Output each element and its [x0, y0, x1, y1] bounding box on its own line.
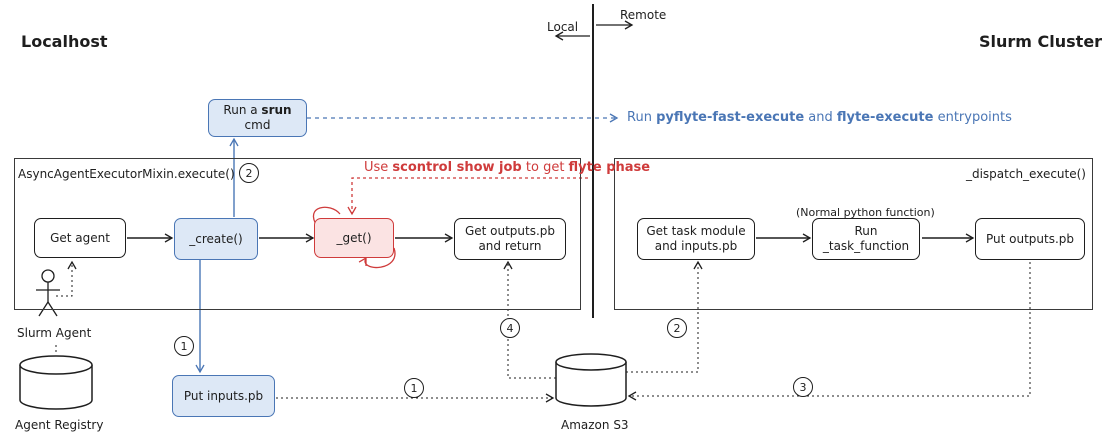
create-label: _create()	[189, 231, 243, 246]
get-outputs-node[interactable]: Get outputs.pb and return	[454, 218, 566, 260]
normal-python-annotation: (Normal python function)	[796, 206, 935, 219]
remote-label: Remote	[620, 8, 667, 22]
get-label: _get()	[336, 230, 372, 245]
agent-registry-cylinder	[19, 355, 93, 410]
step-number-download-outputs: 4	[500, 318, 520, 338]
arrow-s3-to-task-module	[626, 260, 703, 373]
srun-cmd-node[interactable]: Run a srun cmd	[208, 99, 307, 137]
step-number-upload-inputs: 1	[404, 378, 424, 398]
step-number-put-inputs: 1	[174, 336, 194, 356]
get-outputs-line1: Get outputs.pb	[464, 224, 556, 238]
run-task-line2: _task_function	[822, 239, 910, 253]
remote-entrypoints-annotation: Run pyflyte-fast-execute and flyte-execu…	[627, 110, 1012, 125]
arrow-scontrol-to-get	[347, 177, 588, 216]
slurm-cluster-header: Slurm Cluster	[979, 32, 1103, 51]
put-inputs-node[interactable]: Put inputs.pb	[172, 375, 275, 417]
slurm-agent-figure	[36, 269, 60, 317]
get-outputs-line2: and return	[478, 239, 542, 253]
dispatch-container-label: _dispatch_execute()	[965, 167, 1086, 181]
amazon-s3-cylinder	[555, 353, 627, 407]
put-inputs-label: Put inputs.pb	[183, 388, 264, 403]
async-agent-executor-container: AsyncAgentExecutorMixin.execute()	[14, 158, 581, 310]
put-outputs-node[interactable]: Put outputs.pb	[975, 218, 1085, 260]
task-module-line1: Get task module	[646, 224, 746, 238]
get-node[interactable]: _get()	[314, 218, 394, 258]
srun-cmd-label: Run a srun cmd	[223, 103, 292, 132]
arrow-s3-to-get-outputs	[503, 260, 556, 379]
get-self-loop	[358, 247, 396, 269]
get-agent-label: Get agent	[50, 230, 110, 245]
agent-registry-label: Agent Registry	[15, 418, 104, 432]
put-outputs-label: Put outputs.pb	[985, 231, 1075, 246]
step-number-download-inputs: 2	[667, 318, 687, 338]
scontrol-annotation: Use scontrol show job to get flyte phase	[364, 160, 651, 175]
step-number-upload-outputs: 3	[793, 377, 813, 397]
arrow-agent-to-get-agent	[56, 260, 77, 297]
localhost-header: Localhost	[21, 32, 108, 51]
slurm-agent-label: Slurm Agent	[17, 326, 92, 340]
run-task-line1: Run	[854, 224, 878, 238]
amazon-s3-label: Amazon S3	[561, 418, 629, 432]
arrow-put-outputs-to-s3	[627, 262, 1031, 401]
step-number-srun: 2	[239, 163, 259, 183]
create-node[interactable]: _create()	[174, 218, 258, 260]
mixin-container-label: AsyncAgentExecutorMixin.execute()	[18, 167, 235, 181]
get-agent-node[interactable]: Get agent	[34, 218, 126, 258]
task-module-node[interactable]: Get task module and inputs.pb	[637, 218, 755, 260]
local-label: Local	[547, 20, 579, 34]
dispatch-execute-container: _dispatch_execute()	[614, 158, 1093, 310]
task-module-line2: and inputs.pb	[654, 239, 738, 253]
run-task-function-node[interactable]: Run _task_function	[812, 218, 920, 260]
